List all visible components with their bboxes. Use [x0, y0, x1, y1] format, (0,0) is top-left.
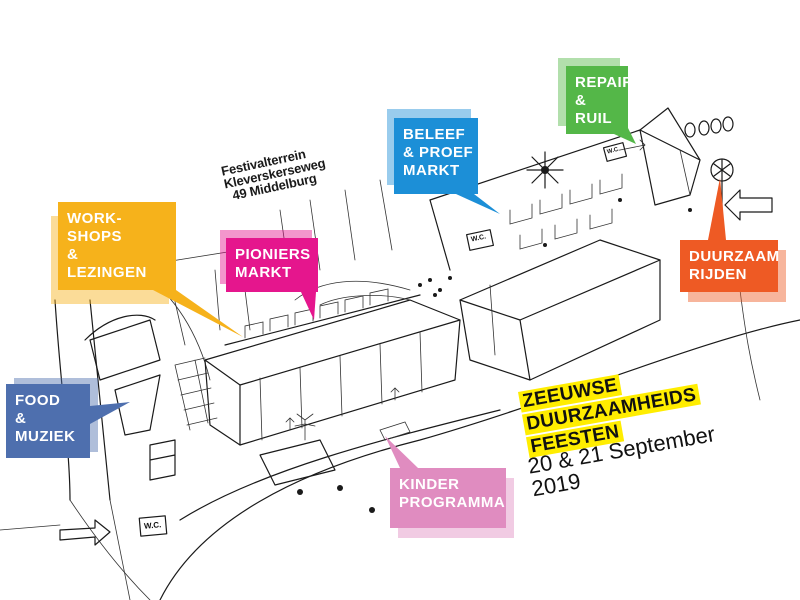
stall — [269, 314, 289, 332]
field-line — [0, 524, 61, 531]
stall-awning — [319, 295, 411, 306]
stall — [369, 288, 389, 306]
stall — [244, 321, 264, 339]
field-line — [69, 499, 151, 600]
pavilion-edge — [519, 319, 531, 381]
main-hall-rib — [419, 331, 423, 393]
repair-shed — [639, 107, 701, 206]
stall — [589, 208, 613, 230]
road-outline — [89, 299, 111, 501]
stall — [509, 203, 533, 225]
field-line — [214, 269, 221, 331]
kids-play — [379, 421, 411, 441]
road-outline — [159, 319, 800, 600]
field-line — [309, 199, 321, 271]
stall — [554, 218, 578, 240]
repair-shed-wall — [679, 149, 691, 196]
field-line — [344, 189, 356, 261]
scaffold — [149, 439, 176, 481]
field-line — [739, 289, 761, 401]
kids-area — [259, 439, 336, 486]
field-line — [109, 499, 131, 600]
road-outline — [179, 409, 501, 521]
stall — [599, 173, 623, 195]
stall — [539, 193, 563, 215]
stall — [519, 228, 543, 250]
tree — [294, 413, 316, 441]
stall — [344, 295, 364, 313]
stall — [569, 183, 593, 205]
main-hall-rib — [379, 343, 383, 405]
pavilion — [459, 239, 661, 381]
main-hall-rib — [299, 367, 303, 429]
label-duurzaam-rijden[interactable]: DUURZAAM RIJDEN — [680, 178, 786, 302]
visitors — [297, 198, 692, 513]
stall — [319, 301, 339, 319]
label-workshops[interactable]: WORK- SHOPS & LEZINGEN — [51, 202, 243, 337]
label-pioniers-markt[interactable]: PIONIERS MARKT — [220, 230, 318, 320]
label-kinder-programma[interactable]: KINDER PROGRAMMA — [385, 436, 514, 538]
main-hall-rib — [339, 355, 343, 417]
bike-icon — [684, 116, 734, 138]
label-beleef-proef-markt[interactable]: BELEEF & PROEF MARKT — [387, 109, 500, 214]
windmill-icon — [526, 151, 564, 189]
wc-label: W.C. — [143, 520, 162, 531]
main-hall-rib — [259, 377, 263, 441]
tent-peak — [114, 374, 161, 436]
field-line — [379, 179, 393, 251]
pavilion-edge — [489, 284, 496, 356]
stage — [89, 319, 161, 381]
label-repair-ruil[interactable]: REPAIR & RUIL — [558, 58, 636, 144]
seating-grid — [174, 357, 218, 431]
label-food-muziek[interactable]: FOOD & MUZIEK — [6, 378, 130, 458]
stage-roof — [84, 314, 156, 341]
market-boundary — [429, 199, 451, 271]
market-stall-row — [224, 294, 421, 346]
wc-sign — [138, 142, 628, 537]
